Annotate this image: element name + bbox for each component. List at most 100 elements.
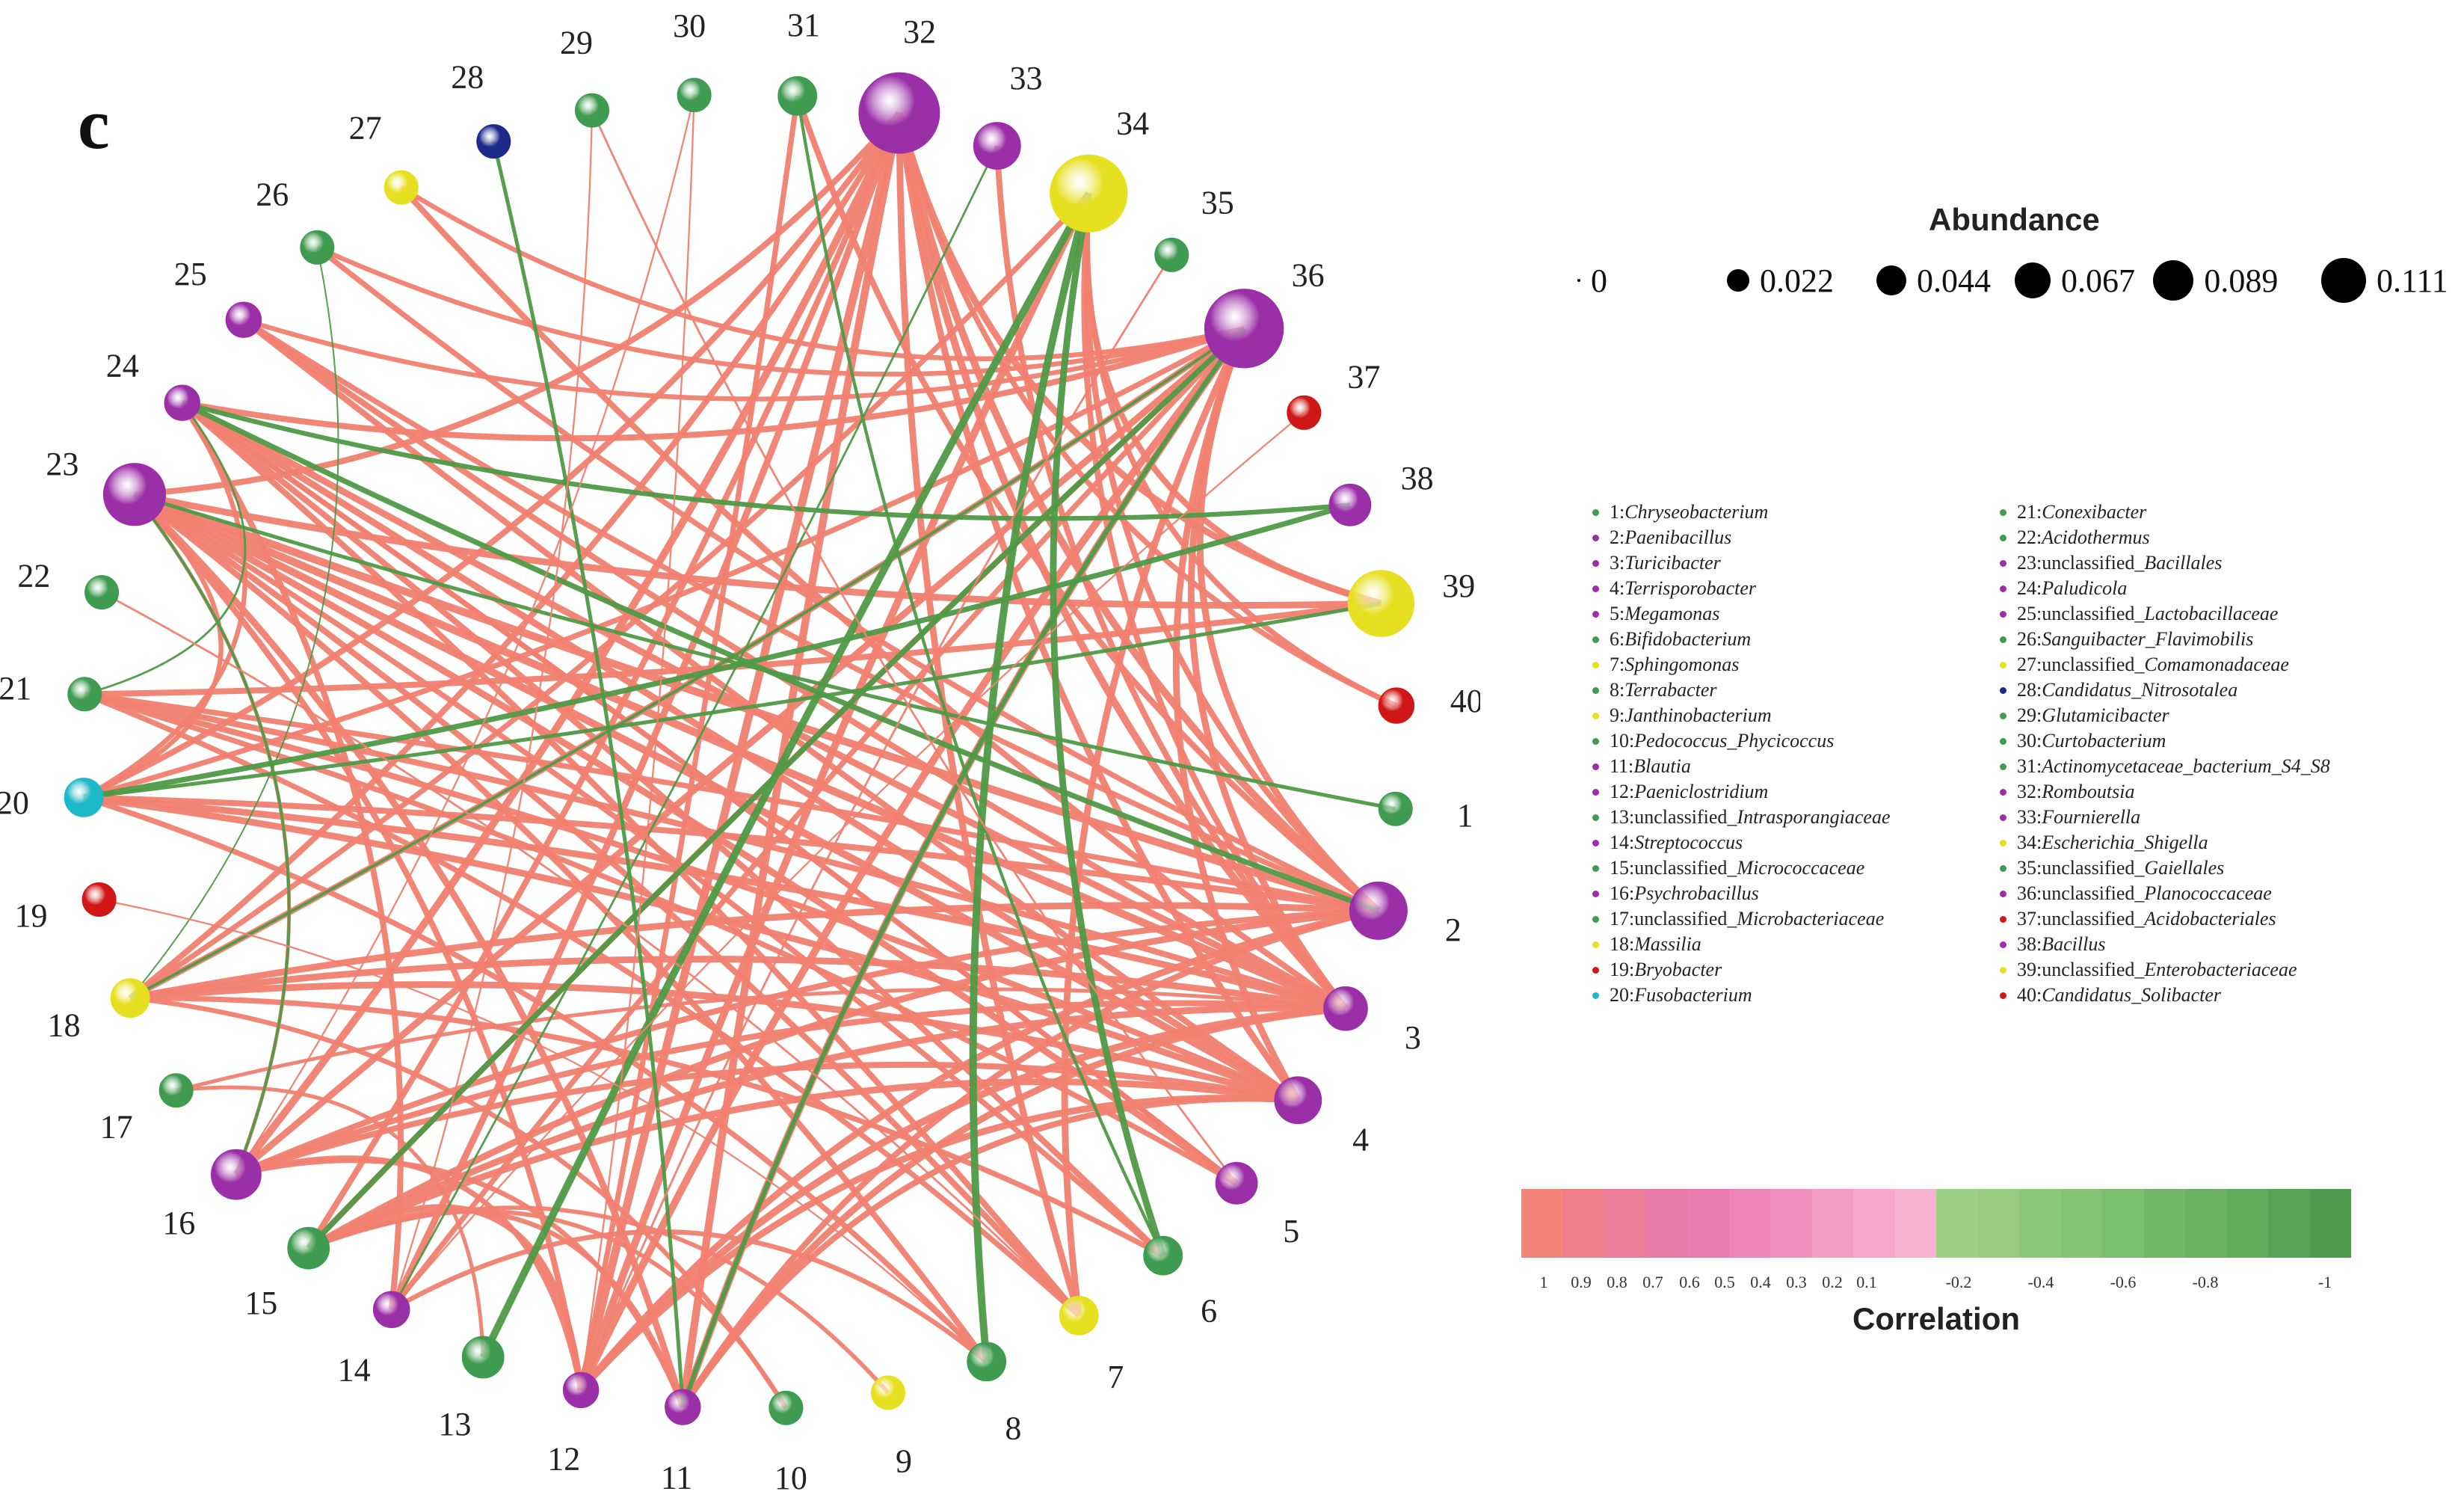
taxa-name: Terrisporobacter <box>1624 577 1757 599</box>
taxa-number: 13:unclassified_ <box>1610 806 1737 828</box>
edge-16-3 <box>235 1000 1346 1178</box>
taxa-color-dot <box>2000 864 2006 872</box>
edge-13-17 <box>176 1085 485 1358</box>
taxa-name: Curtobacterium <box>2042 730 2166 752</box>
correlation-tick-label: 0.7 <box>1642 1273 1663 1291</box>
edge-28-11 <box>491 141 685 1407</box>
taxa-name: Candidatus_Solibacter <box>2042 984 2222 1006</box>
taxa-number: 31: <box>2017 755 2042 777</box>
taxa-name: Acidobacteriales <box>2144 908 2276 929</box>
edge-22-7 <box>101 591 1080 1317</box>
correlation-color-cell <box>1936 1189 1978 1258</box>
node-14 <box>372 1291 410 1329</box>
edge-6-23 <box>133 492 1165 1258</box>
labels-layer: 1234567891011121314151617181920212223242… <box>0 7 1480 1496</box>
correlation-color-cell <box>1894 1189 1936 1258</box>
node-label-4: 4 <box>1352 1122 1369 1158</box>
taxa-legend-item: 6:Bifidobacterium <box>1592 627 1891 652</box>
edge-11-23 <box>132 492 686 1408</box>
taxa-legend-item: 9:Janthinobacterium <box>1592 703 1891 728</box>
taxa-number: 14: <box>1610 832 1635 853</box>
correlation-tick-label: -0.6 <box>2110 1273 2137 1291</box>
taxa-legend-item: 11:Blautia <box>1592 754 1891 779</box>
correlation-color-cell <box>2102 1189 2144 1258</box>
node-2 <box>1349 881 1408 940</box>
correlation-color-cell <box>2309 1189 2351 1258</box>
abundance-legend-label: 0.022 <box>1760 262 1835 299</box>
taxa-name: Bifidobacterium <box>1624 628 1752 650</box>
correlation-color-cell <box>1811 1189 1853 1258</box>
node-label-25: 25 <box>174 256 207 292</box>
edge-24-38 <box>181 400 1351 521</box>
node-8 <box>967 1341 1007 1382</box>
correlation-color-cell <box>2185 1189 2227 1258</box>
node-6 <box>1143 1235 1183 1276</box>
nodes-layer <box>64 72 1415 1425</box>
taxa-number: 18: <box>1610 933 1635 955</box>
node-24 <box>164 384 200 421</box>
node-36 <box>1204 289 1284 369</box>
correlation-tick-label: 0.8 <box>1607 1273 1627 1291</box>
correlation-color-cell <box>1645 1189 1687 1258</box>
edge-18-36 <box>129 327 1245 1000</box>
node-label-2: 2 <box>1445 912 1462 948</box>
node-label-10: 10 <box>774 1460 807 1496</box>
edge-6-18 <box>130 995 1165 1258</box>
taxa-number: 15:unclassified_ <box>1610 857 1737 879</box>
correlation-color-cell <box>2226 1189 2268 1258</box>
abundance-legend-item: 0.022 <box>1727 251 1834 310</box>
node-30 <box>677 78 712 113</box>
edge-16-23 <box>133 494 291 1175</box>
correlation-color-cell <box>2143 1189 2185 1258</box>
correlation-tick-label: -0.4 <box>2027 1273 2054 1291</box>
taxa-legend-item: 7:Sphingomonas <box>1592 652 1891 677</box>
taxa-color-dot <box>2000 763 2006 770</box>
node-25 <box>225 301 262 338</box>
taxa-legend-item: 33:Fournierella <box>2000 805 2330 830</box>
taxa-color-dot <box>2000 585 2006 592</box>
taxa-color-dot <box>1592 610 1599 618</box>
taxa-legend-item: 32:Romboutsia <box>2000 779 2330 805</box>
taxa-color-dot <box>2000 915 2006 923</box>
node-label-12: 12 <box>547 1440 580 1477</box>
abundance-legend-title: Abundance <box>1929 202 2100 237</box>
taxa-name: Escherichia_Shigella <box>2042 832 2208 853</box>
abundance-legend-item: 0.044 <box>1876 251 1991 310</box>
taxa-color-dot <box>1592 534 1599 541</box>
node-20 <box>64 778 104 817</box>
taxa-number: 34: <box>2017 832 2042 853</box>
taxa-color-dot <box>1592 915 1599 923</box>
taxa-color-dot <box>2000 636 2006 643</box>
edge-20-24 <box>82 401 247 800</box>
taxa-name: Sanguibacter_Flavimobilis <box>2042 628 2254 650</box>
network-diagram: 1234567891011121314151617181920212223242… <box>0 7 1480 1496</box>
taxa-name: Conexibacter <box>2042 501 2147 523</box>
node-39 <box>1347 570 1415 637</box>
taxa-name: Paenibacillus <box>1624 526 1732 548</box>
node-label-27: 27 <box>349 110 382 147</box>
edge-21-24 <box>84 402 247 695</box>
taxa-name: Psychrobacillus <box>1634 882 1759 904</box>
edge-9-15 <box>307 1205 890 1395</box>
node-label-36: 36 <box>1292 257 1325 294</box>
edge-26-18 <box>129 247 339 999</box>
taxa-legend-item: 3:Turicibacter <box>1592 550 1891 576</box>
taxa-legend-item: 35:unclassified_Gaiellales <box>2000 855 2330 881</box>
correlation-color-cell <box>2268 1189 2310 1258</box>
node-34 <box>1050 154 1128 233</box>
taxa-color-dot <box>2000 839 2006 846</box>
abundance-legend-item: 0.067 <box>2015 251 2135 310</box>
edge-11-36 <box>680 327 1246 1408</box>
taxa-name: Glutamicibacter <box>2042 704 2169 726</box>
node-27 <box>384 170 419 205</box>
correlation-color-cell <box>1521 1189 1563 1258</box>
taxa-name: Pedococcus_Phycicoccus <box>1634 730 1835 752</box>
edge-8-34 <box>969 192 1093 1362</box>
node-35 <box>1154 237 1189 272</box>
taxa-color-dot <box>2000 686 2006 694</box>
node-label-22: 22 <box>17 558 50 594</box>
edge-30-16 <box>235 94 695 1175</box>
taxa-number: 25:unclassified_ <box>2017 603 2145 624</box>
taxa-legend-item: 25:unclassified_Lactobacillaceae <box>2000 601 2330 627</box>
